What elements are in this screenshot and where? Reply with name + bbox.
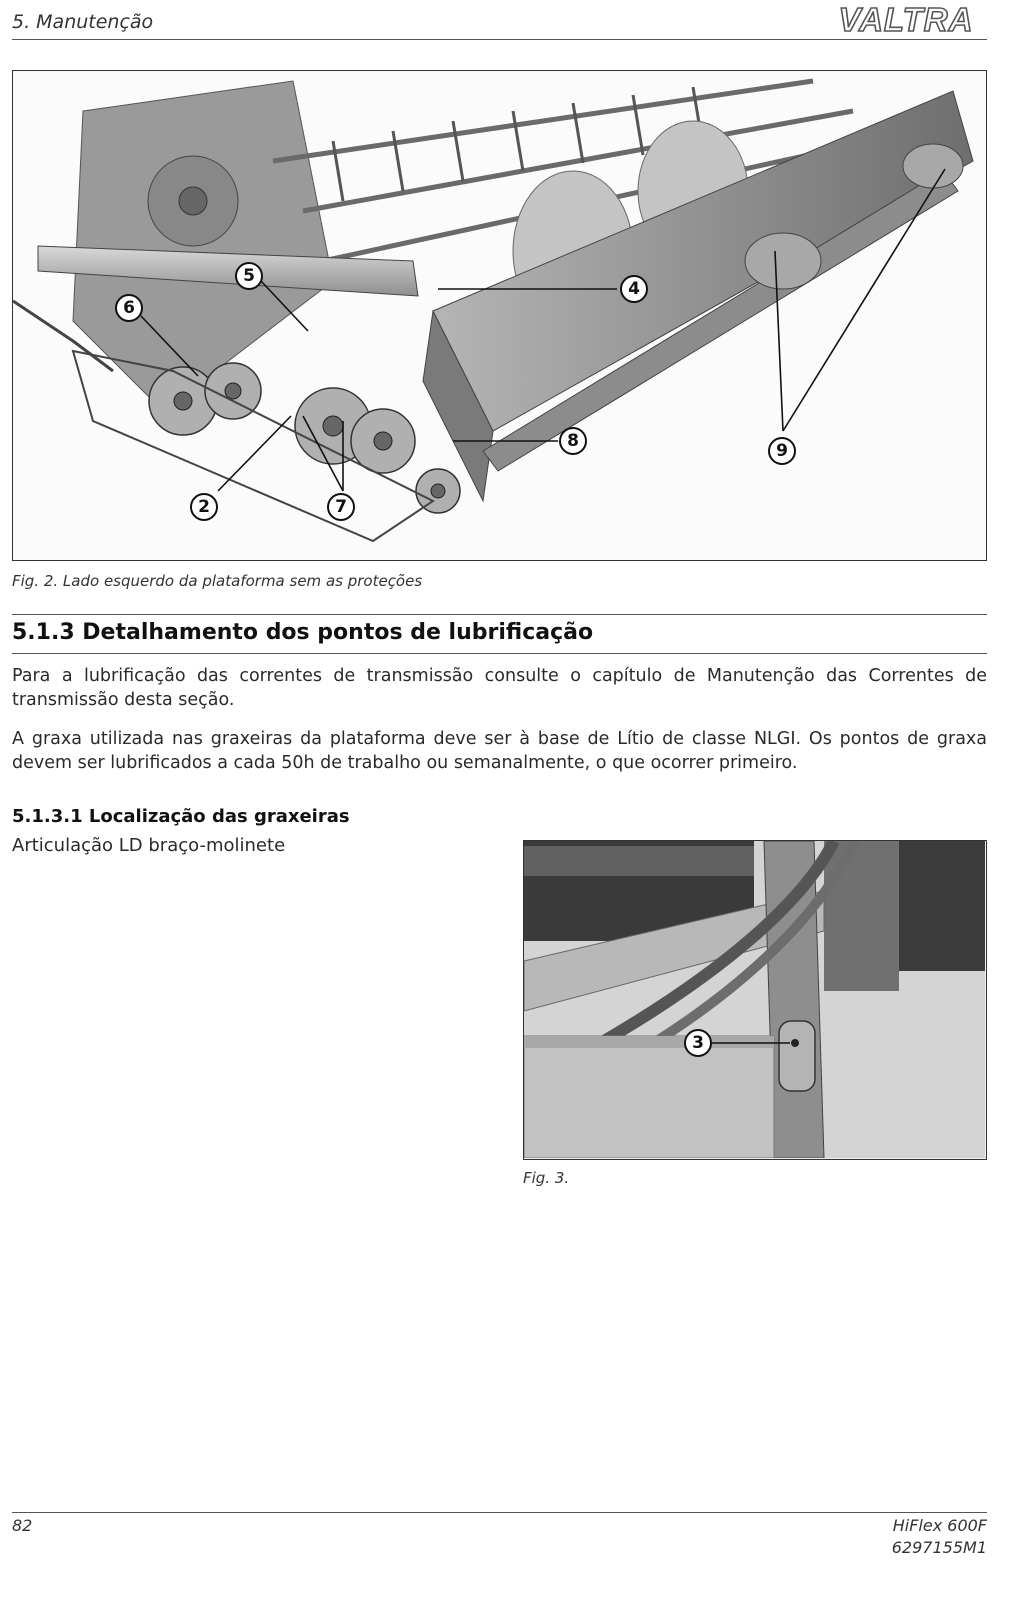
- svg-text:4: 4: [628, 279, 640, 299]
- callout-4: 4: [620, 275, 648, 303]
- figure-3-photo: 3: [523, 840, 987, 1160]
- footer-model: HiFlex 600F: [892, 1516, 987, 1535]
- paragraph-grease: A graxa utilizada nas graxeiras da plata…: [12, 729, 987, 773]
- paragraph-chains: Para a lubrificação das correntes de tra…: [12, 666, 987, 710]
- svg-text:2: 2: [198, 497, 210, 517]
- valtra-logo: VALTRA: [826, 2, 986, 36]
- footer-doc-code: 6297155M1: [891, 1538, 987, 1557]
- valtra-logo-text: VALTRA: [839, 2, 974, 36]
- section-divider-bottom: [12, 653, 987, 654]
- figure-2-caption: Fig. 2. Lado esquerdo da plataforma sem …: [12, 572, 423, 590]
- section-heading: 5.1.3 Detalhamento dos pontos de lubrifi…: [12, 620, 594, 645]
- svg-text:8: 8: [567, 431, 579, 451]
- svg-text:3: 3: [692, 1033, 704, 1053]
- callout-7: 7: [327, 493, 355, 521]
- svg-text:6: 6: [123, 298, 135, 318]
- callout-5: 5: [235, 262, 263, 290]
- subsection-text: Articulação LD braço-molinete: [12, 835, 286, 856]
- footer-divider: [12, 1512, 987, 1513]
- callout-9: 9: [768, 437, 796, 465]
- figure-3-caption: Fig. 3.: [523, 1169, 570, 1187]
- callout-2: 2: [190, 493, 218, 521]
- header-section-title: 5. Manutenção: [12, 11, 154, 33]
- callout-8: 8: [559, 427, 587, 455]
- section-divider-top: [12, 614, 987, 615]
- page-number: 82: [12, 1516, 33, 1535]
- svg-text:7: 7: [335, 497, 347, 517]
- subsection-heading: 5.1.3.1 Localização das graxeiras: [12, 806, 350, 827]
- svg-text:9: 9: [776, 441, 788, 461]
- figure-2-illustration: 5 4 6 8 9 2 7: [12, 70, 987, 561]
- callout-6: 6: [115, 294, 143, 322]
- header-divider: [12, 39, 987, 40]
- svg-text:5: 5: [243, 266, 255, 286]
- callout-3: 3: [684, 1029, 712, 1057]
